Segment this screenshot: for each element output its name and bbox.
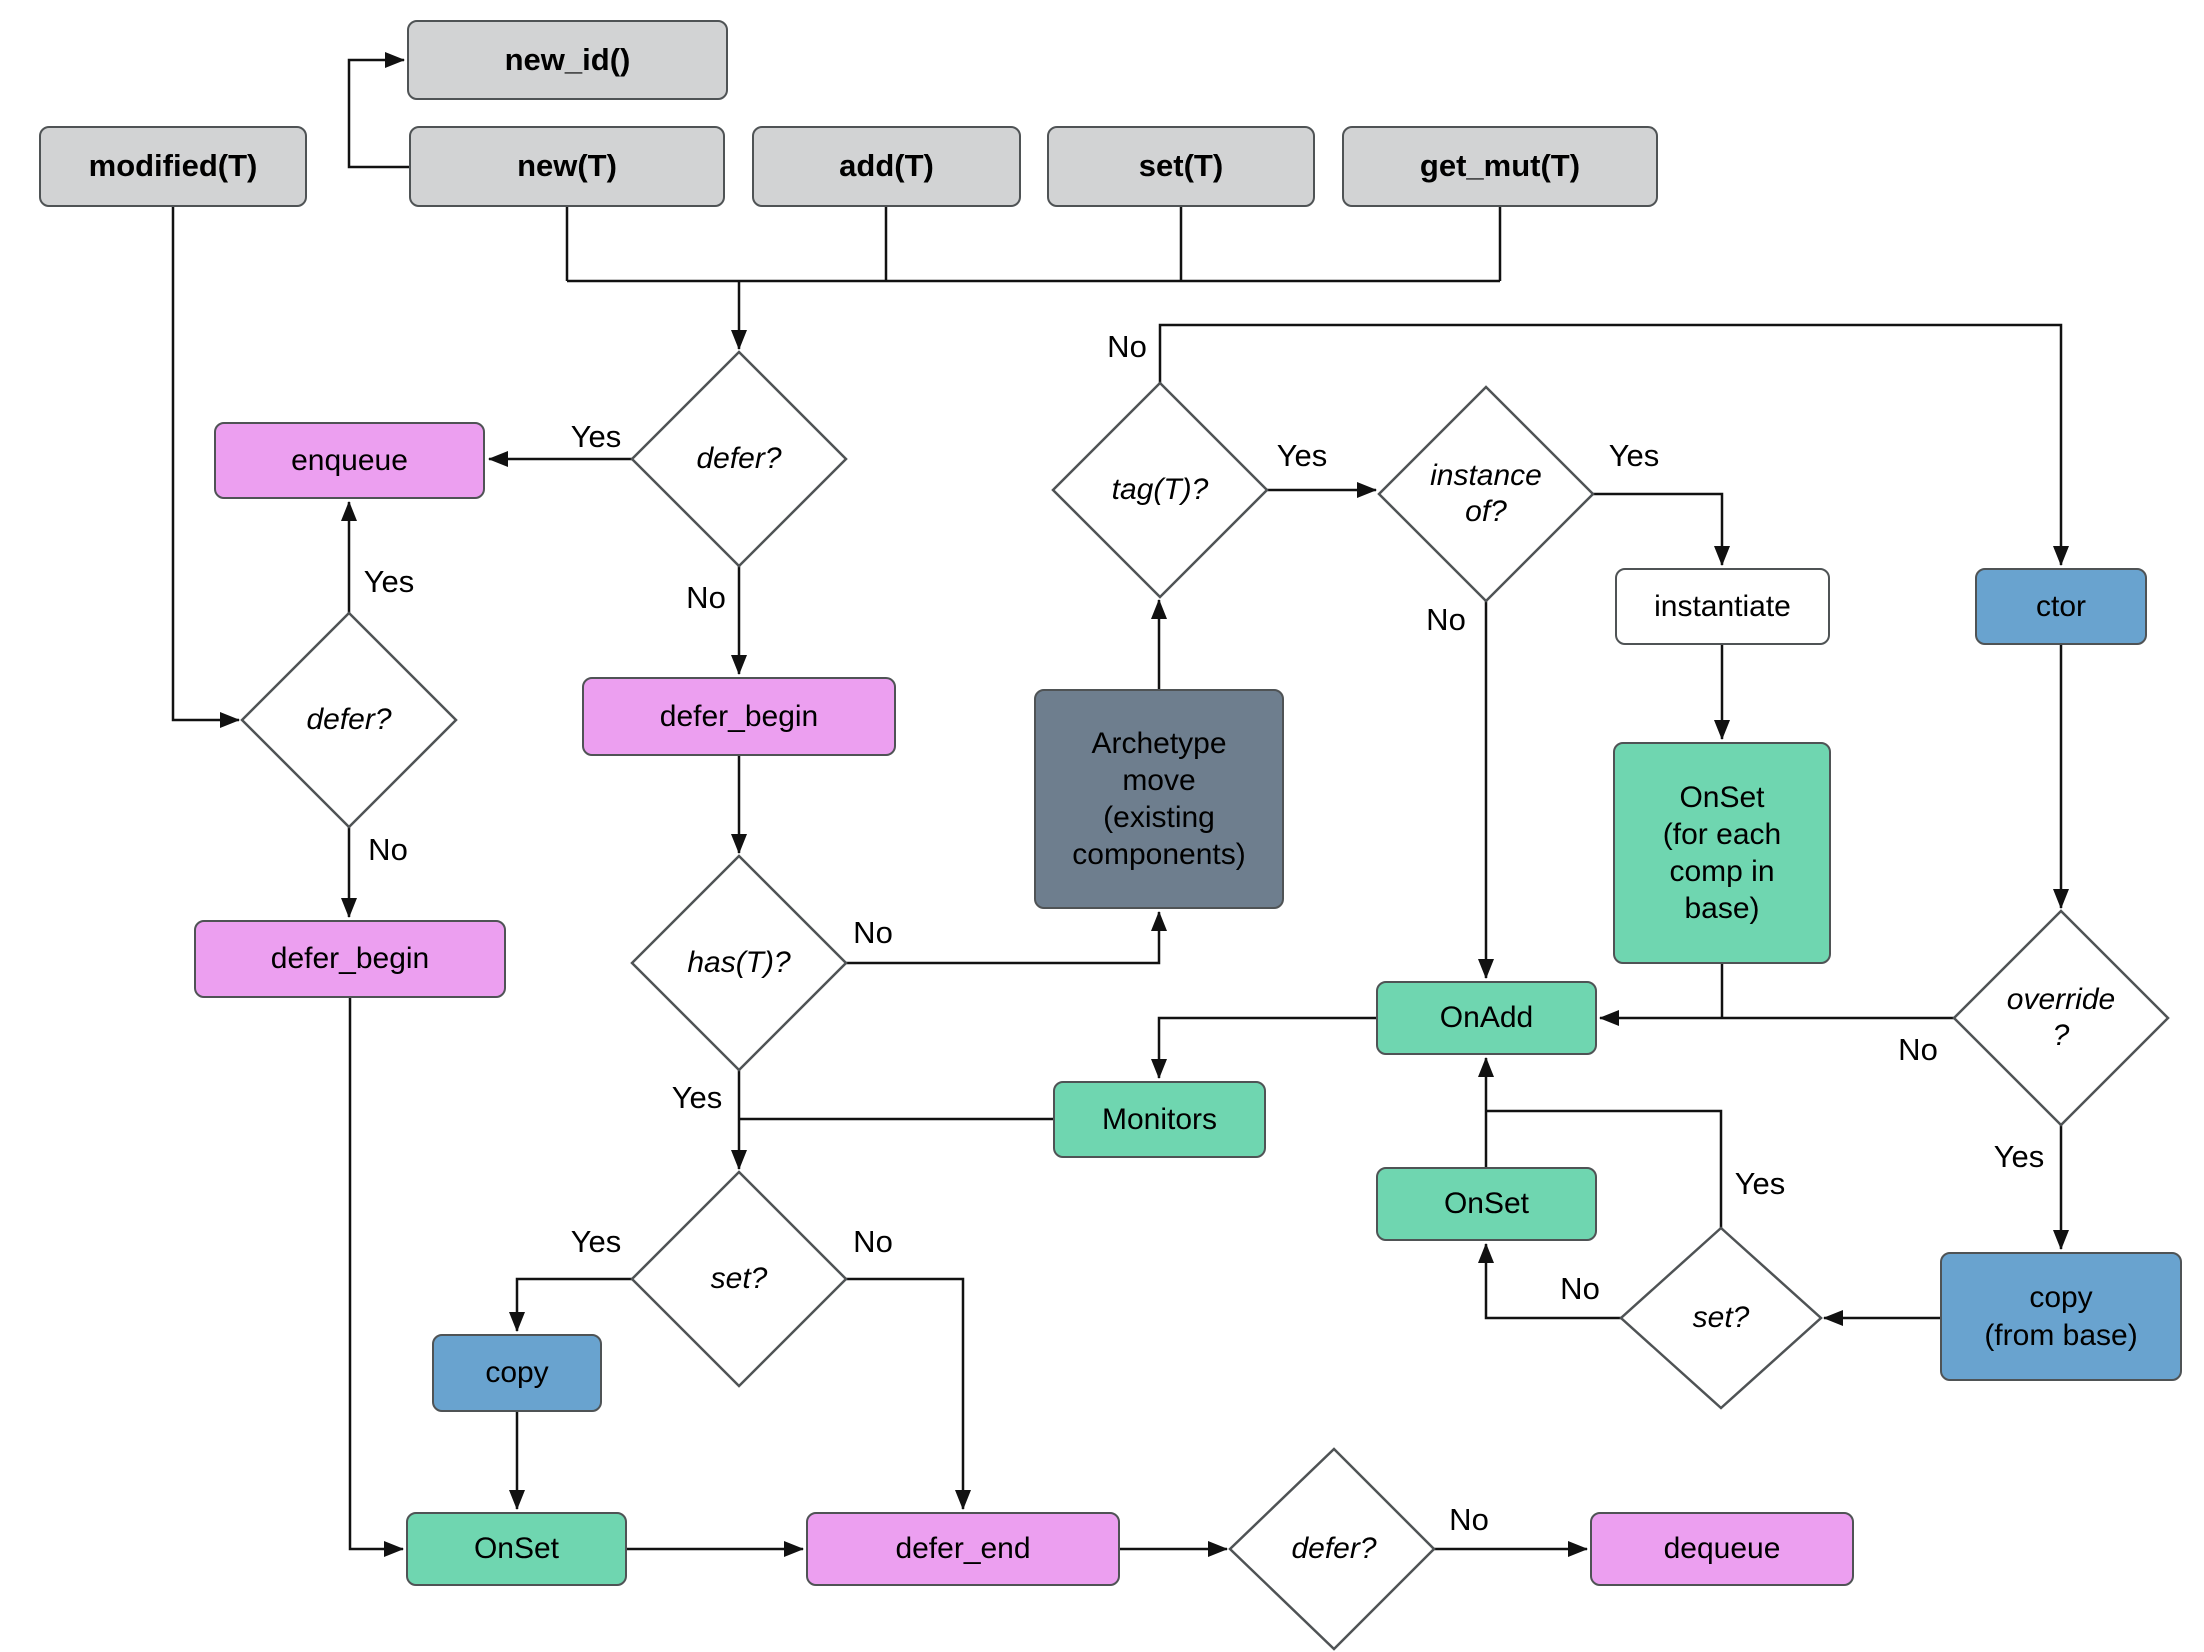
edge-label-set-main-yes: Yes [570, 1224, 622, 1259]
edge-label-defer-no: No [686, 580, 726, 615]
edge-set-yes-merge [1486, 1109, 1723, 1228]
edge-label-set-override-yes: Yes [1734, 1166, 1786, 1201]
edge-set-yes-copy [509, 1277, 632, 1332]
edge-set-no-defer-end [846, 1277, 971, 1510]
node-defer-end: defer_end [806, 1512, 1120, 1586]
edge-defer-begin-left-to-onset [348, 998, 404, 1557]
edge-label-override-yes: Yes [1993, 1139, 2045, 1174]
edge-label-has-yes: Yes [671, 1080, 723, 1115]
edge-label-override-no: No [1898, 1032, 1938, 1067]
edge-set-no-onset [1478, 1243, 1621, 1320]
decision-defer-end [1228, 1447, 1436, 1651]
edge-has-no-archetype [846, 911, 1167, 965]
decision-set-override [1619, 1226, 1823, 1410]
node-onset-override: OnSet [1376, 1167, 1597, 1241]
api-box-get-mut: get_mut(T) [1342, 126, 1658, 207]
decision-defer-top [630, 350, 848, 568]
decision-override [1952, 909, 2170, 1127]
edge-tag-no-ctor [1158, 323, 2069, 566]
edge-label-instance-yes: Yes [1608, 438, 1660, 473]
edge-label-set-override-no: No [1560, 1271, 1600, 1306]
api-box-modified: modified(T) [39, 126, 307, 207]
node-onset-for-each: OnSet (for each comp in base) [1613, 742, 1831, 964]
node-copy: copy [432, 1334, 602, 1412]
node-dequeue: dequeue [1590, 1512, 1854, 1586]
decision-has-t [630, 854, 848, 1072]
edge-label-has-no: No [853, 915, 893, 950]
node-instantiate: instantiate [1615, 568, 1830, 645]
decision-label-override: override ? [2006, 983, 2116, 1052]
decision-label-defer-modified: defer? [306, 703, 392, 736]
decision-defer-modified [240, 611, 458, 829]
edge-new-to-new-id [347, 52, 409, 169]
decision-label-defer-end: defer? [1291, 1532, 1377, 1565]
edge-label-defer-end-no: No [1449, 1502, 1489, 1537]
decision-label-instance-of: instance of? [1430, 459, 1542, 528]
edge-label-tag-no: No [1107, 329, 1147, 364]
node-enqueue: enqueue [214, 422, 485, 499]
decision-label-defer-top: defer? [696, 442, 782, 475]
decision-label-tag-t: tag(T)? [1111, 473, 1209, 506]
node-archetype-move: Archetype move (existing components) [1034, 689, 1284, 909]
node-defer-begin-left: defer_begin [194, 920, 506, 998]
decision-label-set-main: set? [710, 1262, 768, 1295]
decision-set-main [630, 1170, 848, 1388]
api-box-set: set(T) [1047, 126, 1315, 207]
decision-label-set-override: set? [1692, 1301, 1750, 1334]
node-monitors: Monitors [1053, 1081, 1266, 1158]
edge-label-defer2-yes: Yes [363, 564, 415, 599]
edge-modified-to-defer [171, 207, 240, 728]
api-box-new: new(T) [409, 126, 725, 207]
edge-label-tag-yes: Yes [1276, 438, 1328, 473]
node-defer-begin-center: defer_begin [582, 677, 896, 756]
api-box-new-id: new_id() [407, 20, 728, 100]
edge-onadd-to-monitors [1151, 1016, 1376, 1079]
decision-label-has-t: has(T)? [687, 946, 791, 979]
node-copy-from-base: copy (from base) [1940, 1252, 2182, 1381]
edge-label-defer-yes: Yes [570, 419, 622, 454]
node-onset-main: OnSet [406, 1512, 627, 1586]
edge-label-set-main-no: No [853, 1224, 893, 1259]
node-ctor: ctor [1975, 568, 2147, 645]
edge-label-defer2-no: No [368, 832, 408, 867]
node-onadd: OnAdd [1376, 981, 1597, 1055]
edge-label-instance-no: No [1426, 602, 1466, 637]
decision-tag-t [1051, 381, 1269, 599]
api-box-add: add(T) [752, 126, 1021, 207]
decision-instance-of [1377, 385, 1595, 603]
edge-instance-of-yes-instantiate [1593, 492, 1730, 566]
